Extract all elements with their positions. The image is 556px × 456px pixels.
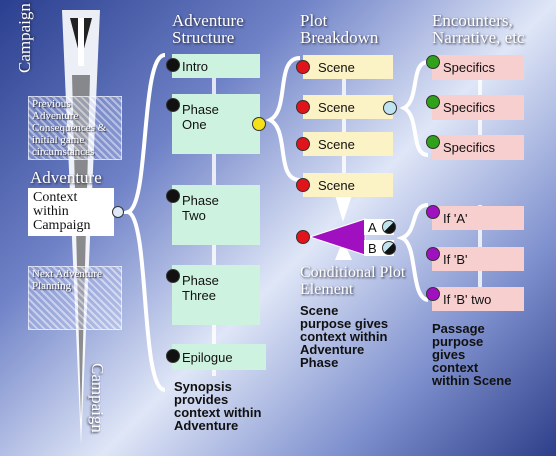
context-connector-dot — [112, 206, 124, 218]
structure-label-phase-one: Phase One — [182, 102, 219, 132]
specifics-label-3: Specifics — [443, 140, 496, 155]
structure-label-phase-three: Phase Three — [182, 273, 219, 303]
structure-box-epilogue — [172, 344, 266, 370]
encounters-note: Passage purpose gives context within Sce… — [432, 321, 512, 388]
scene-label-4: Scene — [318, 178, 355, 193]
brace-structure — [121, 53, 166, 392]
structure-box-phase-two — [172, 185, 260, 245]
brace-plot — [265, 56, 301, 182]
conditional-label: Conditional Plot Element — [300, 264, 406, 298]
scene-label-3: Scene — [318, 137, 355, 152]
conditional-dot — [296, 230, 310, 244]
structure-dot-phase-one — [166, 98, 180, 112]
previous-adventure-text: Previous Adventure Consequences & initia… — [32, 98, 107, 158]
campaign-top-label: Campaign — [15, 3, 34, 73]
if-label-b: If 'B' — [443, 252, 468, 267]
structure-dot-phase-three — [166, 269, 180, 283]
if-dot-b — [426, 247, 440, 261]
specifics-box-2 — [432, 95, 524, 120]
branch-a-label: A — [368, 220, 377, 235]
specifics-dot-1 — [426, 55, 440, 69]
structure-label-epilogue: Epilogue — [182, 350, 233, 365]
scene-dot-4 — [296, 178, 310, 192]
structure-note: Synopsis provides context within Adventu… — [174, 379, 262, 433]
next-adventure-box — [28, 266, 122, 330]
header-structure: Adventure Structure — [172, 11, 244, 47]
specifics-label-1: Specifics — [443, 60, 496, 75]
context-box — [28, 188, 114, 236]
scene-label-2: Scene — [318, 100, 355, 115]
if-box-a — [432, 206, 524, 230]
scene-box-3 — [303, 132, 393, 156]
if-dot-b-two — [426, 287, 440, 301]
scene-box-2 — [303, 95, 393, 119]
if-box-b-two — [432, 287, 524, 311]
campaign-bottom-label: Campaign — [88, 363, 107, 433]
context-text: Context within Campaign — [33, 190, 91, 233]
structure-label-phase-two: Phase Two — [182, 193, 219, 223]
if-label-a: If 'A' — [443, 211, 468, 226]
specifics-label-2: Specifics — [443, 100, 496, 115]
previous-adventure-box — [28, 96, 122, 160]
branch-b-label: B — [368, 241, 377, 256]
branch-b-dot — [382, 241, 396, 255]
structure-box-intro — [172, 54, 260, 78]
header-plot: Plot Breakdown — [300, 11, 379, 47]
structure-dot-phase-two — [166, 189, 180, 203]
structure-dot-epilogue — [166, 349, 180, 363]
plot-note: Scene purpose gives context within Adven… — [300, 303, 389, 370]
scene-dot-2 — [296, 100, 310, 114]
brace-ifs — [396, 203, 429, 302]
scene-dot-1 — [296, 60, 310, 74]
if-box-b — [432, 247, 524, 271]
scene-box-1 — [303, 55, 393, 79]
phase-one-connector-dot — [252, 117, 266, 131]
if-label-b-two: If 'B' two — [443, 292, 492, 307]
header-encounters: Encounters, Narrative, etc — [432, 11, 525, 47]
next-adventure-text: Next Adventure Planning — [32, 268, 102, 292]
branch-a-dot — [382, 220, 396, 234]
specifics-box-3 — [432, 135, 524, 160]
structure-dot-intro — [166, 58, 180, 72]
scene-box-4 — [303, 173, 393, 197]
brace-encounters — [399, 60, 429, 157]
if-dot-a — [426, 205, 440, 219]
specifics-box-1 — [432, 55, 524, 80]
specifics-dot-2 — [426, 95, 440, 109]
scene-label-1: Scene — [318, 60, 355, 75]
scene-dot-3 — [296, 137, 310, 151]
structure-label-intro: Intro — [182, 59, 209, 74]
adventure-label: Adventure — [30, 168, 102, 187]
specifics-dot-3 — [426, 135, 440, 149]
structure-box-phase-one — [172, 94, 260, 154]
structure-box-phase-three — [172, 265, 260, 325]
conditional-diamond — [308, 218, 366, 256]
scene-connector-dot — [383, 101, 397, 115]
